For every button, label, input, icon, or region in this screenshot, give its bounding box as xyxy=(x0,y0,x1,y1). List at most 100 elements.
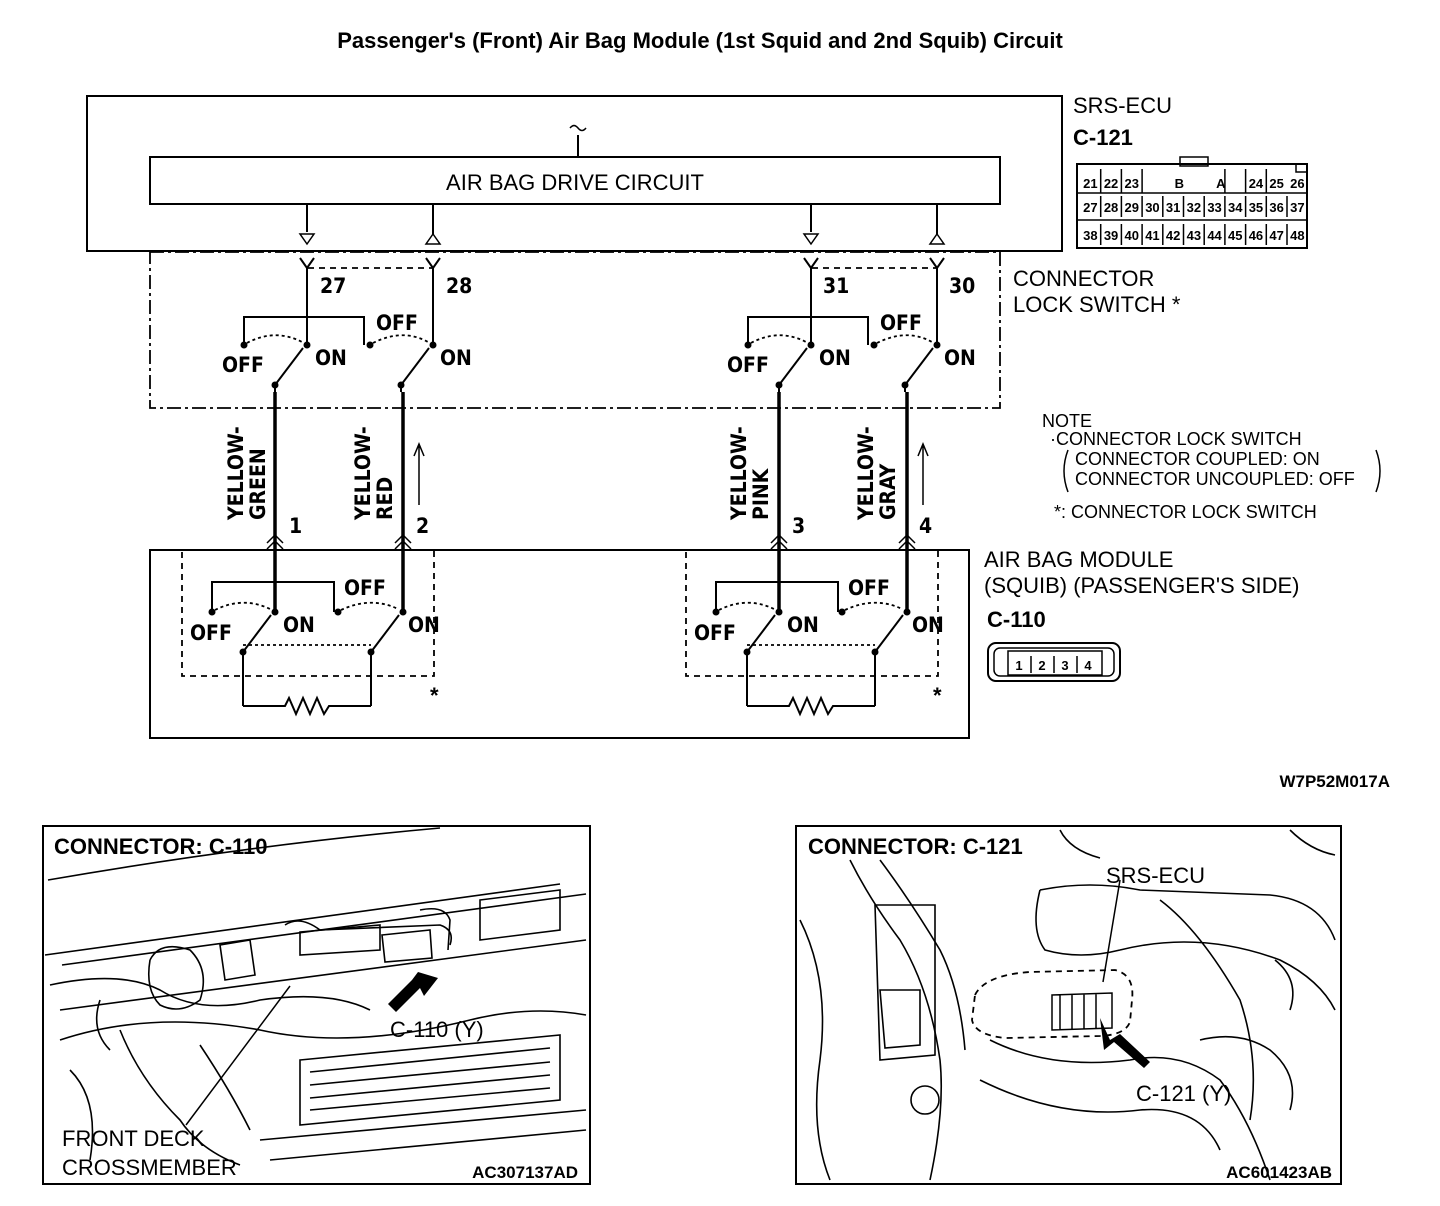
wire-color-1b: GREEN xyxy=(246,448,270,520)
terminal-27: 27 xyxy=(320,274,346,298)
srs-ecu-label: SRS-ECU xyxy=(1073,93,1172,118)
lock-switch-label-2: LOCK SWITCH * xyxy=(1013,292,1181,317)
terminal-28: 28 xyxy=(446,274,472,298)
lock-off-label: OFF xyxy=(727,353,769,377)
photo-c110-callout: C-110 (Y) xyxy=(390,1017,484,1042)
c121-pin: A xyxy=(1216,176,1226,191)
c121-pin: 41 xyxy=(1145,228,1159,243)
c121-pin: 26 xyxy=(1290,176,1304,191)
switch-blade xyxy=(370,614,400,653)
note-line-3: CONNECTOR UNCOUPLED: OFF xyxy=(1075,469,1355,489)
ecu-lock-switches xyxy=(240,257,945,392)
c121-pin: 42 xyxy=(1166,228,1180,243)
c121-location-sketch xyxy=(799,829,1336,1181)
off-contact-dot xyxy=(334,608,342,616)
off-bridge-line xyxy=(747,316,869,345)
switch-contact-dot xyxy=(271,608,279,616)
c110-pin-2: 2 xyxy=(1038,658,1045,673)
harness-wires xyxy=(266,392,929,612)
c121-pin: 21 xyxy=(1083,176,1097,191)
crossmember-leader xyxy=(185,985,291,1126)
photo-c121-heading: CONNECTOR: C-121 xyxy=(808,834,1023,859)
pin-3: 3 xyxy=(792,514,805,538)
switch-blade xyxy=(400,347,430,386)
wire-color-1a: YELLOW- xyxy=(224,426,248,521)
srs-ecu-outline xyxy=(971,969,1134,1039)
switch-travel-arc xyxy=(246,334,303,344)
switch-blade xyxy=(746,614,776,653)
switch-blade xyxy=(274,347,304,386)
switch-contact-dot xyxy=(303,341,311,349)
note-line-2: CONNECTOR COUPLED: ON xyxy=(1075,449,1320,469)
lock-off-label: OFF xyxy=(222,353,264,377)
lock-on-label: ON xyxy=(944,346,976,370)
photo-c121-part: SRS-ECU xyxy=(1106,863,1205,888)
pin-1: 1 xyxy=(289,514,302,538)
photo-panel-c110: CONNECTOR: C-110 C-110 ( xyxy=(42,825,591,1185)
module-label-2: (SQUIB) (PASSENGER'S SIDE) xyxy=(984,573,1300,598)
note-line-4: *: CONNECTOR LOCK SWITCH xyxy=(1054,502,1317,522)
switch-contact-dot xyxy=(775,608,783,616)
c121-pin: 27 xyxy=(1083,200,1097,215)
terminal-pin-mark xyxy=(929,257,945,270)
c121-pin: 45 xyxy=(1228,228,1242,243)
wire-color-2a: YELLOW- xyxy=(351,426,375,521)
c121-pin: 43 xyxy=(1187,228,1201,243)
module-on-label: ON xyxy=(912,613,944,637)
terminal-31: 31 xyxy=(823,274,849,298)
c121-pin: 31 xyxy=(1166,200,1180,215)
diagram-code: W7P52M017A xyxy=(1279,772,1390,791)
c121-pin: 44 xyxy=(1207,228,1222,243)
c121-pin: 48 xyxy=(1290,228,1304,243)
switch-blade xyxy=(242,614,272,653)
switch-blade xyxy=(778,347,808,386)
module-off-label: OFF xyxy=(694,621,736,645)
photo-c121-callout: C-121 (Y) xyxy=(1136,1081,1231,1106)
note-block: NOTE ·CONNECTOR LOCK SWITCH CONNECTOR CO… xyxy=(1042,411,1381,522)
switch-contact-dot xyxy=(933,341,941,349)
c121-pin: 39 xyxy=(1104,228,1118,243)
switch-travel-arc xyxy=(214,601,271,611)
c121-callout-arrow xyxy=(1100,1018,1150,1068)
switch-contact-dot xyxy=(429,341,437,349)
off-contact-dot xyxy=(870,341,878,349)
module-connector-label: C-110 xyxy=(987,607,1046,632)
off-contact-dot xyxy=(366,341,374,349)
c110-connector-face: 1 2 3 4 xyxy=(987,642,1121,682)
air-bag-module-box xyxy=(149,549,970,739)
c121-pin: 46 xyxy=(1249,228,1263,243)
note-line-1: ·CONNECTOR LOCK SWITCH xyxy=(1050,429,1302,449)
c121-pin: 36 xyxy=(1269,200,1283,215)
wire-color-3a: YELLOW- xyxy=(727,426,751,521)
c110-pin-3: 3 xyxy=(1061,658,1068,673)
c121-pin: 22 xyxy=(1104,176,1118,191)
module-asterisk-2: * xyxy=(933,683,942,708)
wire-color-4a: YELLOW- xyxy=(854,426,878,521)
terminal-pin-mark xyxy=(299,257,315,270)
off-bridge-line xyxy=(211,581,335,612)
lock-off-label: OFF xyxy=(880,311,922,335)
terminal-pin-mark xyxy=(425,257,441,270)
pin-2: 2 xyxy=(416,514,429,538)
c110-callout-arrow xyxy=(388,972,438,1012)
c121-pin: 34 xyxy=(1228,200,1243,215)
switch-travel-arc xyxy=(718,601,775,611)
photo-c121-code: AC601423AB xyxy=(1226,1163,1332,1182)
c121-pin: 25 xyxy=(1269,176,1283,191)
srs-ecu-leader xyxy=(1102,879,1121,983)
squib-2-region xyxy=(685,549,939,677)
switch-travel-arc xyxy=(372,334,429,344)
c110-pin-1: 1 xyxy=(1015,658,1022,673)
lock-on-label: ON xyxy=(819,346,851,370)
c121-pin: 23 xyxy=(1125,176,1139,191)
note-heading: NOTE xyxy=(1042,411,1092,431)
diagram-title: Passenger's (Front) Air Bag Module (1st … xyxy=(337,28,1063,53)
c121-pin: B xyxy=(1175,176,1184,191)
c121-pin: 38 xyxy=(1083,228,1097,243)
c121-pin: 35 xyxy=(1249,200,1263,215)
c121-pin: 32 xyxy=(1187,200,1201,215)
module-on-label: ON xyxy=(408,613,440,637)
terminal-30: 30 xyxy=(949,274,975,298)
c110-pin-4: 4 xyxy=(1084,658,1092,673)
wire-color-3b: PINK xyxy=(749,467,773,520)
